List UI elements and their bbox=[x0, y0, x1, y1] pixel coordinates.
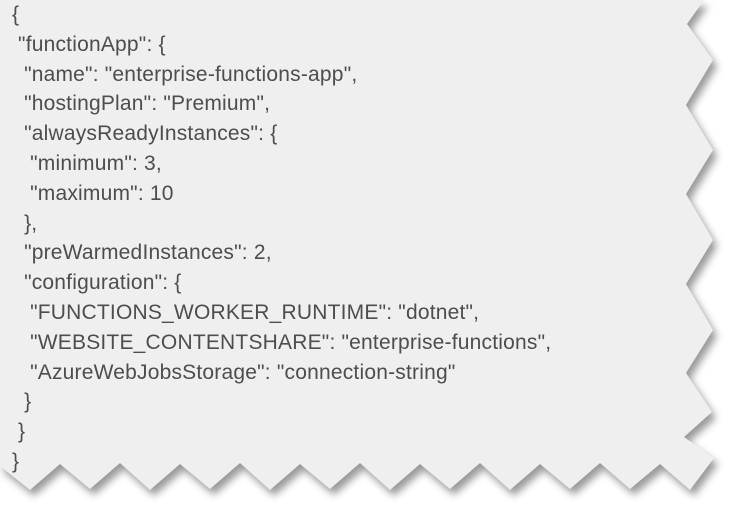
json-code-block: { "functionApp": { "name": "enterprise-f… bbox=[12, 3, 552, 473]
torn-paper-shape bbox=[0, 0, 714, 490]
